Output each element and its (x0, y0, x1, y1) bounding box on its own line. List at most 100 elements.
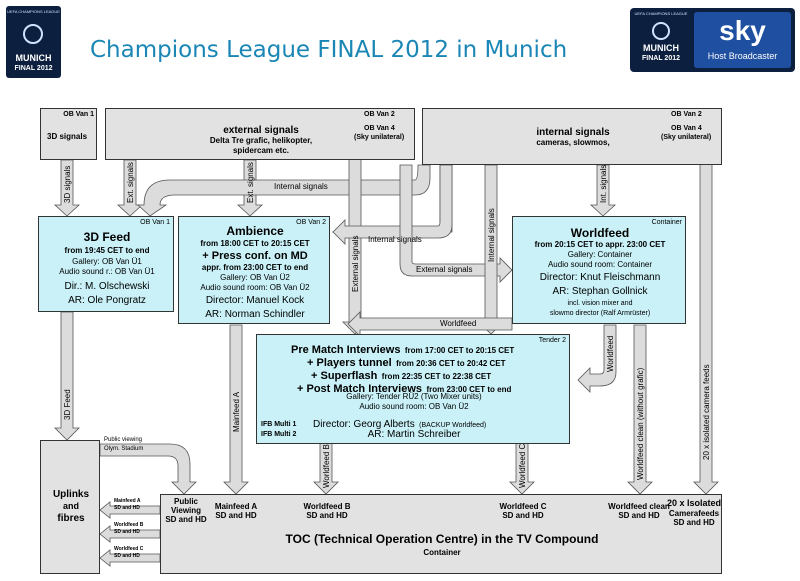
toc-output-clean-2: SD and HD (618, 511, 660, 520)
label-worldfeed-h: Worldfeed (440, 319, 477, 328)
uplink-c-sub: SD and HD (114, 553, 140, 559)
worldfeed-tag: Container (651, 219, 682, 226)
tender-l7b: (BACKUP Worldfeed) (419, 422, 487, 429)
label-mainfeed-a: Mainfeed A (232, 391, 241, 432)
tender-l8: AR: Martin Schreiber (367, 429, 461, 440)
sky-sub: Host Broadcaster (707, 51, 778, 61)
ambience-l1: from 18:00 CET to 20:15 CET (200, 239, 310, 248)
internal-van2: OB Van 4 (671, 125, 702, 132)
uplinks-l3: fibres (57, 513, 85, 524)
label-external-signals-h: External signals (416, 265, 473, 274)
label-internal-signals-h: Internal signals (274, 182, 328, 191)
label-internal-signals-h2: Internal signals (368, 235, 422, 244)
stars-icon (652, 22, 670, 40)
tender-row7: Director: Georg Alberts (BACKUP Worldfee… (313, 414, 486, 432)
worldfeed-l2: Gallery: Container (567, 250, 633, 259)
sky-logo-right: UEFA CHAMPIONS LEAGUE MUNICH FINAL 2012 … (630, 8, 795, 72)
tender-l5: Gallery: Tender RÜ2 (Two Mixer units) (346, 392, 482, 401)
arrow-ext-to-3d (116, 159, 144, 217)
tender-ifb2: IFB Multi 2 (261, 431, 297, 438)
tender-r1a: Pre Match Interviews (291, 344, 401, 356)
ambience-title: Ambience (226, 224, 284, 238)
label-int-signals: Int. signals (599, 164, 608, 203)
box-worldfeed: Container Worldfeed from 20:15 CET to ap… (512, 216, 686, 324)
label-worldfeed-b: Worldfeed B (322, 444, 331, 488)
toc-output-iso-1: 20 x Isolated (666, 498, 722, 508)
external-van3: (Sky unilateral) (354, 134, 405, 141)
worldfeed-l3: Audio sound room: Container (547, 260, 653, 269)
worldfeed-l1: from 20:15 CET to appr. 23:00 CET (534, 240, 666, 249)
label-3d-feed: 3D Feed (63, 389, 72, 420)
tender-tag: Tender 2 (538, 337, 566, 344)
feed3d-tag: OB Van 1 (140, 219, 170, 226)
uplink-b-sub: SD and HD (114, 529, 140, 535)
tender-row4: + Post Match Interviews from 23:00 CET t… (297, 379, 511, 397)
sky-brand: sky (719, 15, 766, 46)
source-external-signals: external signals Delta Tre grafic, helik… (105, 108, 415, 160)
arrow-external-to-worldfeed (399, 164, 513, 283)
toc-output-wfc-1: Worldfeed C (499, 502, 547, 511)
internal-title: internal signals (536, 127, 610, 138)
feed3d-title: 3D Feed (83, 230, 131, 244)
label-worldfeed-c: Worldfeed C (518, 443, 527, 488)
logo-right-top: UEFA CHAMPIONS LEAGUE (634, 11, 688, 16)
toc-output-public-3: SD and HD (165, 515, 207, 524)
toc-output-clean-1: Worldfeed clean (608, 502, 670, 511)
external-title: external signals (223, 125, 299, 136)
label-external-signals-v: External signals (351, 235, 360, 292)
ob1-label: 3D signals (47, 132, 88, 141)
tender-r3a: + Superflash (311, 370, 378, 382)
uplinks-l1: Uplinks (52, 489, 90, 500)
toc-output-wfb-1: Worldfeed B (303, 502, 351, 511)
worldfeed-l7: slowmo director (Ralf Armrüster) (549, 310, 651, 317)
toc-output-iso-2: Camerafeeds (668, 509, 720, 518)
logo-left-top: UEFA CHAMPIONS LEAGUE (7, 9, 60, 14)
arrow-worldfeed-b (313, 439, 339, 495)
toc-output-public-1: Public (173, 497, 198, 506)
uefa-logo-left: UEFA CHAMPIONS LEAGUE MUNICH FINAL 2012 (6, 6, 61, 78)
uplink-a-label: Mainfeed A (114, 498, 141, 504)
stars-icon (23, 24, 43, 44)
arrow-internal-curve (332, 164, 453, 245)
label-worldfeed-clean: Worldfeed clean (without grafic) (636, 367, 645, 480)
feed3d-l1: from 19:45 CET to end (64, 246, 150, 255)
source-ob-van-1: OB Van 1 3D signals (40, 108, 97, 160)
arrow-worldfeed-curve (577, 324, 617, 393)
ambience-l3: appr. from 23:00 CET to end (201, 263, 309, 272)
tender-r2b: from 20:36 CET to 20:42 CET (396, 359, 506, 368)
label-olym-stadium: Olym. Stadium (104, 446, 144, 452)
feed3d-l3: Audio sound r.: OB Van Ü1 (59, 267, 155, 276)
ob1-van: OB Van 1 (63, 111, 94, 118)
logo-right-line2: FINAL 2012 (642, 55, 680, 62)
arrow-worldfeed-horizontal (347, 311, 513, 337)
toc-title: TOC (Technical Operation Centre) in the … (285, 532, 599, 546)
arrow-3d-feed (54, 311, 80, 441)
label-public-viewing: Public viewing (104, 437, 143, 443)
worldfeed-l6: incl. vision mixer and (567, 300, 633, 307)
box-uplinks: Uplinks and fibres (40, 440, 100, 574)
label-ext-signals-1: Ext. signals (126, 162, 135, 203)
source-internal-signals: internal signals cameras, slowmos, OB Va… (422, 108, 722, 165)
tender-row3: + Superflash from 22:35 CET to 22:38 CET (311, 366, 491, 384)
feed3d-l5: AR: Ole Pongratz (68, 295, 146, 306)
arrow-uplink-a (99, 501, 161, 519)
toc-output-public-2: Viewing (170, 506, 202, 515)
arrow-mainfeed (223, 324, 249, 495)
external-sub1: Delta Tre grafic, helikopter, (209, 136, 313, 145)
logo-left-line1: MUNICH (15, 53, 52, 63)
logo-right-line1: MUNICH (643, 43, 679, 53)
toc-output-wfc-2: SD and HD (502, 511, 544, 520)
box-ambience: OB Van 2 Ambience from 18:00 CET to 20:1… (178, 216, 330, 324)
label-isolated-feeds: 20 x isolated camera feeds (702, 364, 711, 460)
label-internal-signals-v: Internal signals (487, 208, 496, 262)
tender-r3b: from 22:35 CET to 22:38 CET (381, 372, 492, 381)
label-3d-signals: 3D signals (63, 165, 72, 203)
uplink-b-label: Worldfeed B (114, 522, 144, 528)
external-sub2: spidercam etc. (232, 146, 290, 155)
arrow-worldfeed-clean (627, 324, 653, 495)
page-title: Champions League FINAL 2012 in Munich (90, 37, 568, 63)
arrow-int-signals (589, 164, 617, 217)
box-tender-2: Tender 2 Pre Match Interviews from 17:00… (256, 334, 570, 444)
tender-r2a: + Players tunnel (307, 357, 392, 369)
